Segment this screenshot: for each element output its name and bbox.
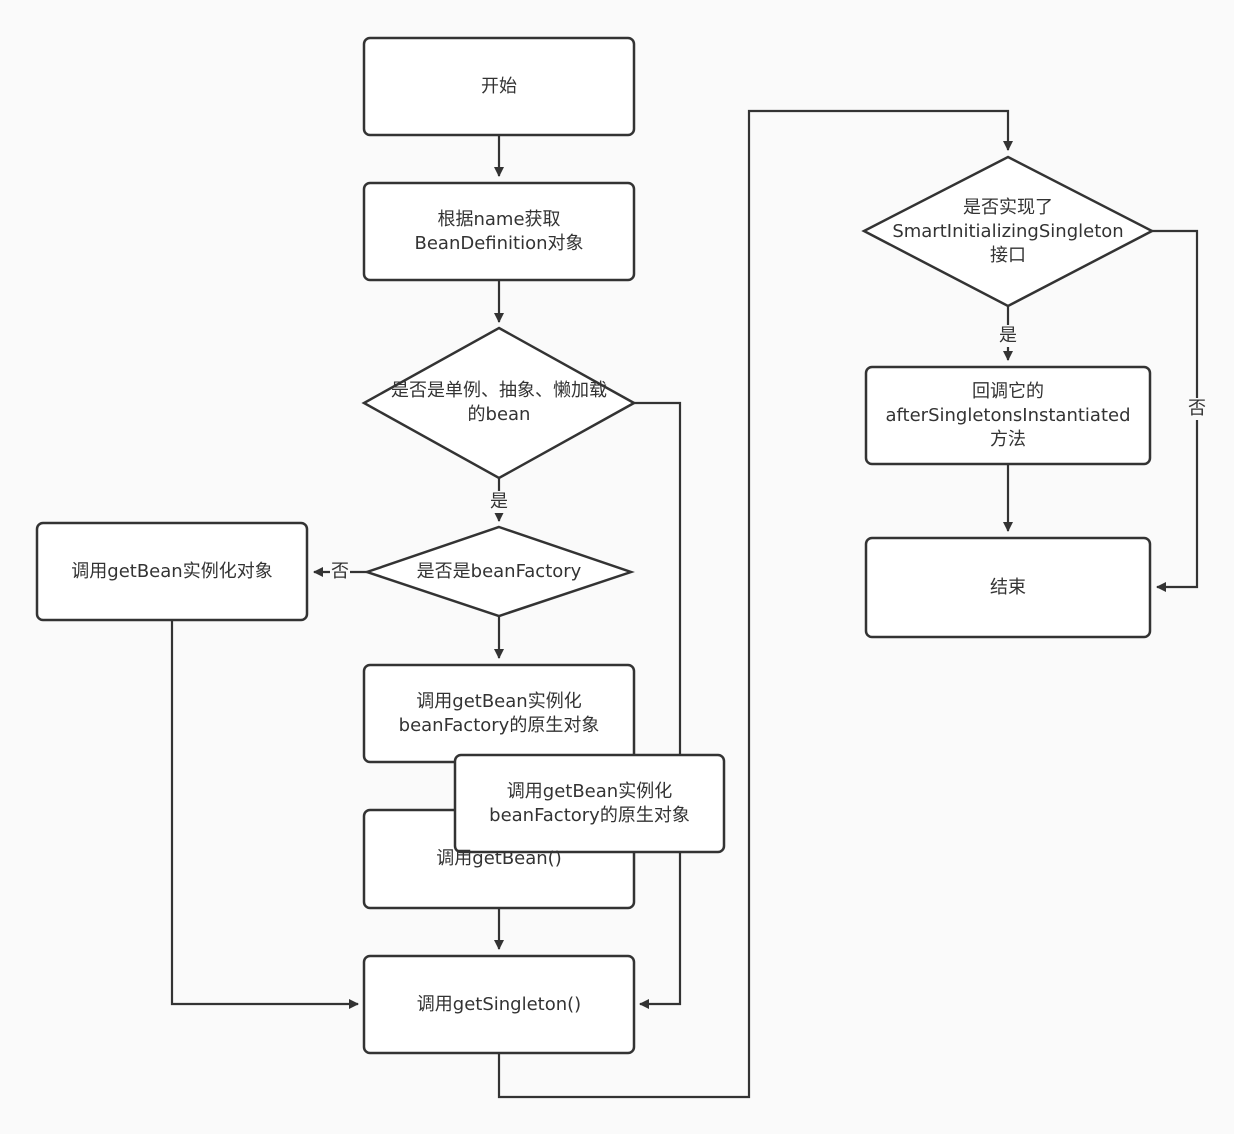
node-end <box>864 536 1152 639</box>
edge-instantiate-to-getsingleton <box>170 620 359 1009</box>
node-check-singleton <box>361 326 637 480</box>
node-get-singleton <box>362 954 636 1055</box>
node-check-factory <box>363 525 635 618</box>
node-start <box>362 36 636 137</box>
edge-singleton-no-to-getsingleton <box>634 401 682 1009</box>
node-get-definition <box>362 181 636 282</box>
node-call-getbean-instantiate <box>35 521 309 622</box>
edge-getsingleton-to-smart-check <box>497 109 1013 1099</box>
node-instantiate-factory-native-overlay <box>453 753 726 854</box>
edge-smart-no-to-end <box>1152 229 1199 592</box>
node-instantiate-factory-native <box>362 663 636 764</box>
node-callback <box>864 365 1152 466</box>
node-check-smart-init <box>861 155 1155 308</box>
